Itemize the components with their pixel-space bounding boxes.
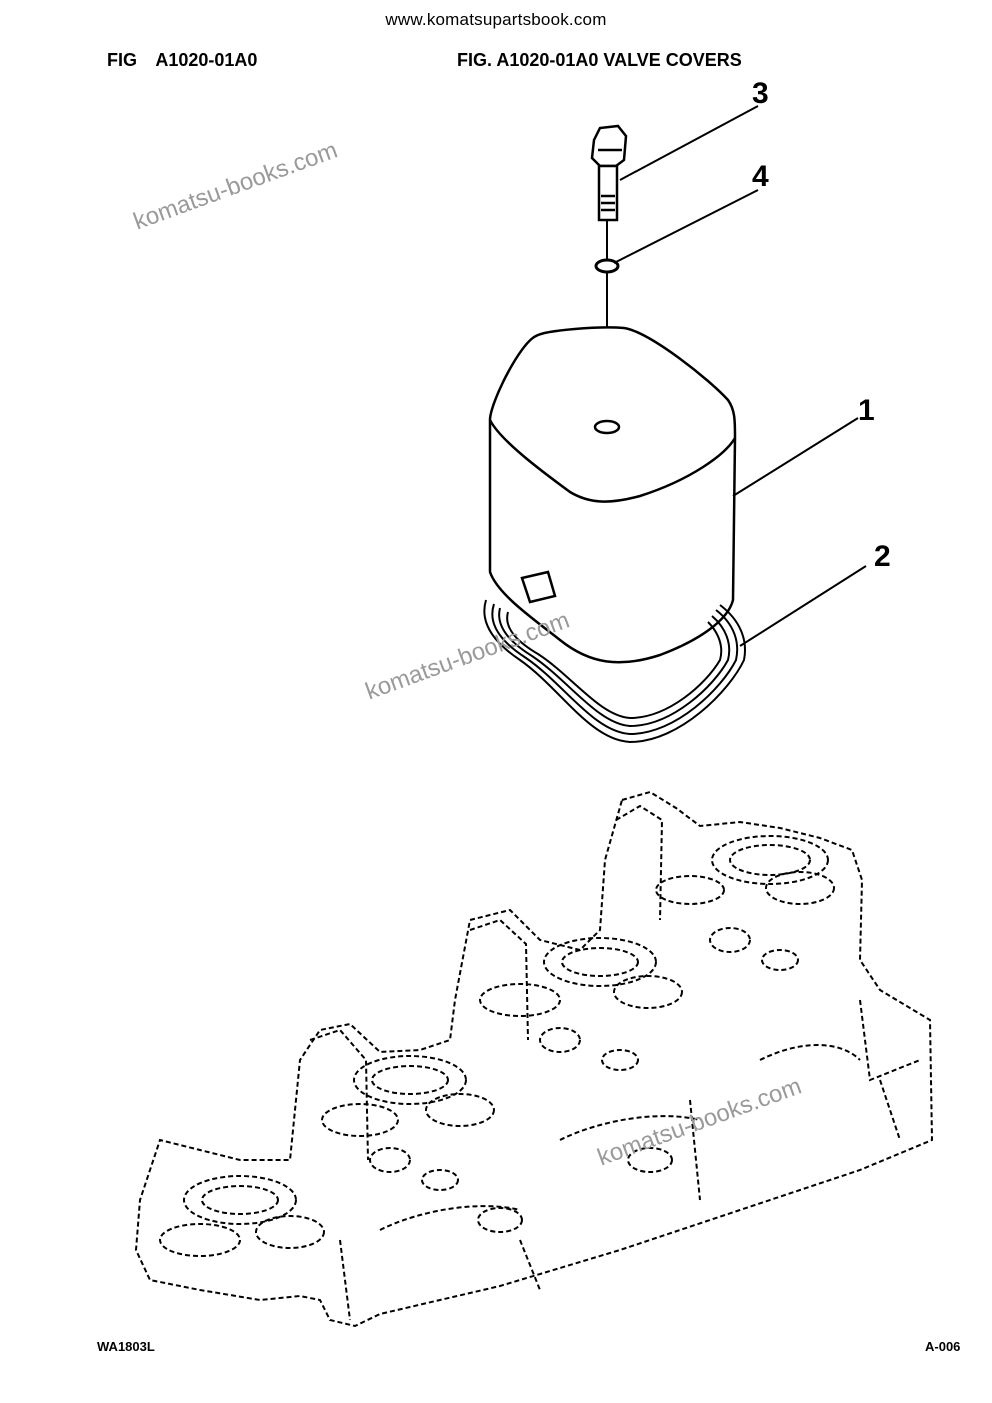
bolt [590,124,628,222]
site-url: www.komatsupartsbook.com [385,10,607,29]
valve-cover [488,326,737,664]
callout-1: 1 [858,394,875,427]
callout-4: 4 [752,160,769,193]
page-number: A-006 [925,1339,961,1354]
leader-lines [613,105,867,647]
callout-2: 2 [874,540,891,573]
callout-3: 3 [752,77,769,110]
cylinder-head [134,790,934,1328]
figure-title: FIG. A1020-01A0 VALVE COVERS [457,50,742,70]
washer [594,258,620,274]
gasket [483,599,746,744]
figure-code: FIG A1020-01A0 [107,50,258,70]
drawing-id: WA1803L [97,1339,155,1354]
